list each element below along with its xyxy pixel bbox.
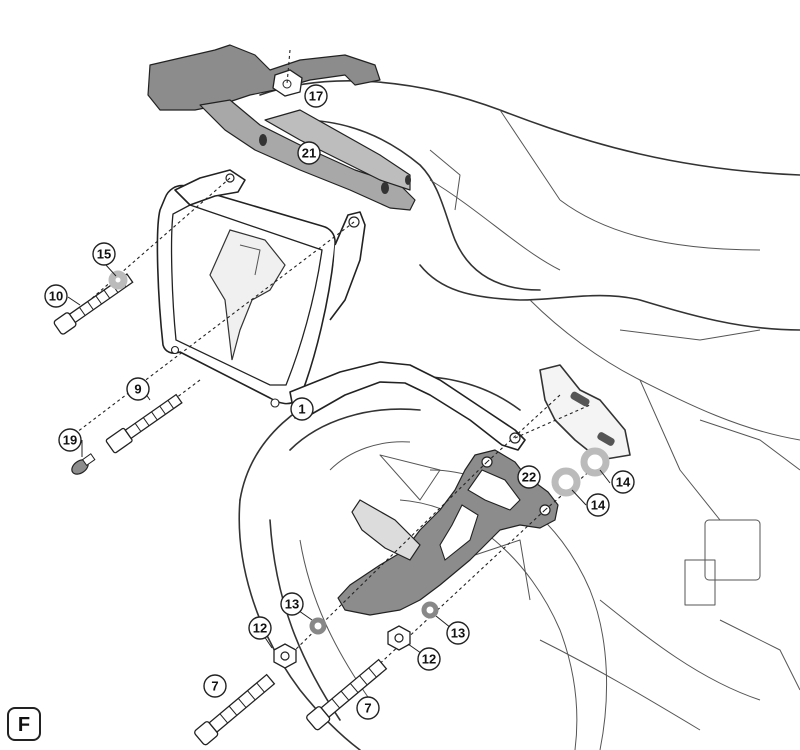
washer-13a [309, 617, 327, 635]
bolt-9 [105, 393, 183, 454]
callout-12b: 12 [417, 647, 441, 671]
svg-text:1: 1 [298, 402, 305, 417]
callout-21: 21 [297, 141, 321, 165]
svg-text:7: 7 [211, 679, 218, 694]
svg-text:10: 10 [49, 289, 63, 304]
svg-text:22: 22 [522, 470, 536, 485]
svg-text:13: 13 [451, 626, 465, 641]
svg-text:19: 19 [63, 433, 77, 448]
callout-19: 19 [58, 428, 82, 452]
callout-14a: 14 [611, 470, 635, 494]
svg-text:15: 15 [97, 247, 111, 262]
washer-13b [421, 601, 439, 619]
callout-17: 17 [304, 84, 328, 108]
callout-12a: 12 [248, 616, 272, 640]
callout-22: 22 [517, 465, 541, 489]
callout-7b: 7 [356, 696, 380, 720]
callout-14b: 14 [586, 493, 610, 517]
svg-text:12: 12 [422, 652, 436, 667]
callout-15: 15 [92, 242, 116, 266]
svg-text:7: 7 [364, 701, 371, 716]
callout-9: 9 [126, 377, 150, 401]
svg-text:14: 14 [616, 475, 631, 490]
washer-14a [551, 467, 581, 497]
svg-text:21: 21 [302, 146, 316, 161]
inner-mount-plate [209, 229, 286, 361]
svg-text:17: 17 [309, 89, 323, 104]
side-case-frame [156, 169, 526, 451]
lower-mount-bracket [337, 449, 559, 616]
callout-7a: 7 [203, 674, 227, 698]
callout-10: 10 [44, 284, 68, 308]
nut-12a [273, 643, 297, 669]
svg-text:F: F [18, 714, 30, 736]
callout-13b: 13 [446, 621, 470, 645]
bolt-7b [306, 658, 388, 731]
hardware-parts [53, 270, 610, 746]
callout-1: 1 [290, 397, 314, 421]
bolt-7a [194, 673, 276, 746]
panel-label-f: F [7, 707, 41, 741]
svg-text:14: 14 [591, 498, 606, 513]
callout-13a: 13 [280, 592, 304, 616]
nut-12b [387, 625, 411, 651]
svg-text:12: 12 [253, 621, 267, 636]
svg-text:9: 9 [134, 382, 141, 397]
side-bracket-plate [539, 364, 631, 461]
svg-text:13: 13 [285, 597, 299, 612]
washer-15 [108, 270, 128, 290]
washer-14b [580, 447, 610, 477]
cap-19 [71, 453, 96, 475]
